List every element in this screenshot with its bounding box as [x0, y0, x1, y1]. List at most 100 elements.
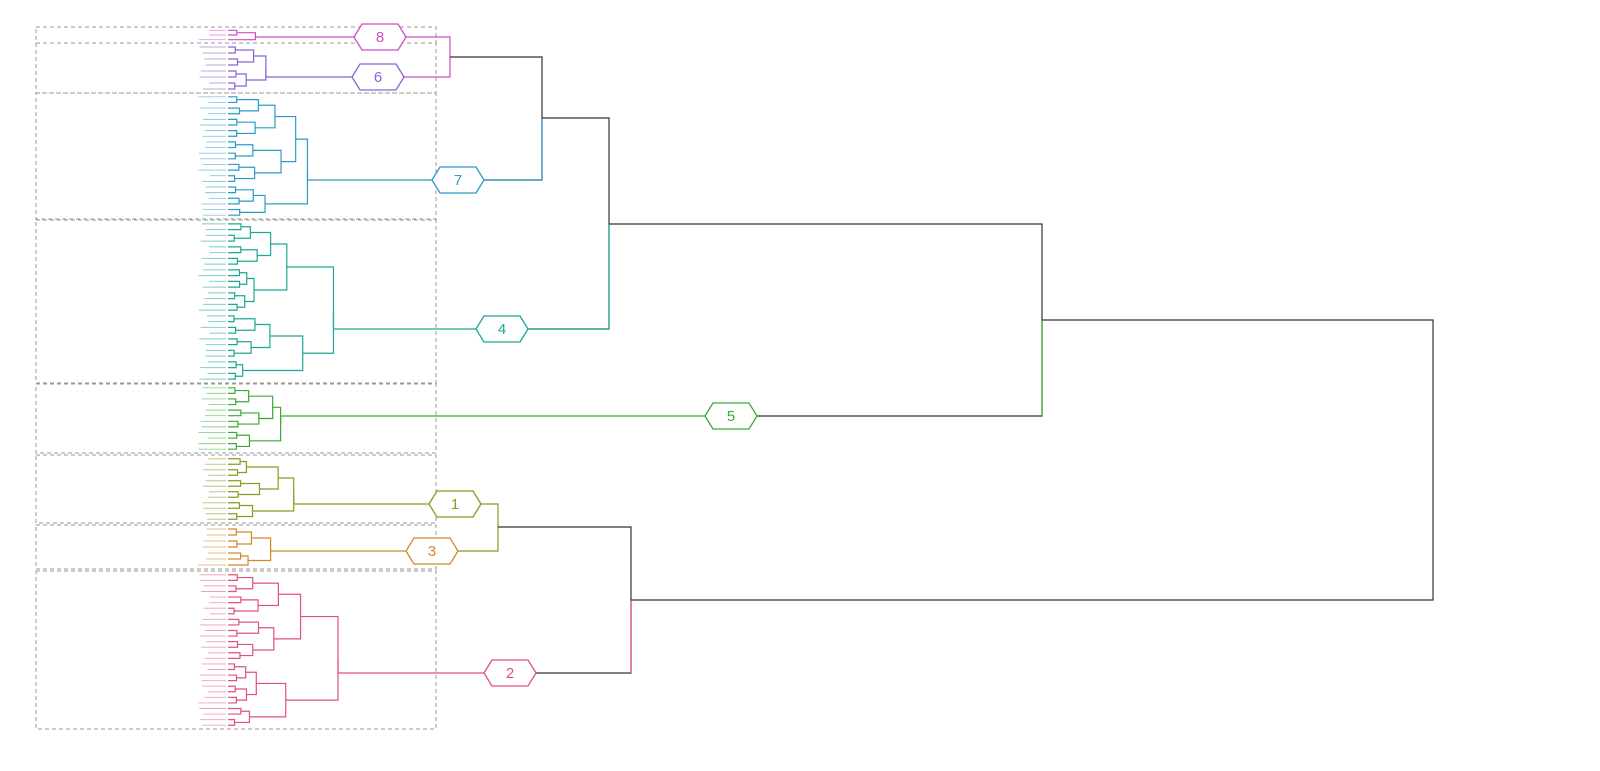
cluster-2-branch — [249, 682, 287, 718]
cluster-4-branch — [228, 269, 241, 277]
cluster-2-branch — [228, 652, 241, 659]
cluster-7-branch — [228, 130, 238, 137]
cluster-badge-8 — [353, 23, 407, 51]
cluster-4-branch — [228, 338, 238, 346]
cluster-8-branch — [228, 29, 238, 36]
cluster-1-branch — [228, 491, 239, 498]
cluster-6-branch — [228, 58, 239, 66]
cluster-3-branch — [236, 531, 253, 545]
cluster-1-branch — [228, 480, 242, 487]
cluster-4-branch — [228, 372, 236, 380]
cluster-badge-7 — [431, 166, 485, 194]
cluster-2-branch — [228, 696, 237, 704]
cluster-5-branch — [236, 434, 251, 448]
cluster-badge-3 — [405, 537, 459, 565]
cluster-4-branch — [228, 315, 235, 323]
cluster-2-branch — [228, 719, 236, 726]
cluster-badge-label-8: 8 — [376, 29, 384, 46]
cluster-box-1 — [35, 454, 437, 524]
cluster-2-branch — [228, 674, 238, 682]
cluster-box-2 — [35, 570, 437, 730]
cluster-1-branch — [228, 513, 238, 520]
cluster-badge-2 — [483, 659, 537, 687]
cluster-badge-6 — [351, 63, 405, 91]
cluster-7-branch — [234, 166, 256, 180]
cluster-3-branch — [228, 528, 237, 536]
cluster-3-branch — [228, 555, 249, 566]
cluster-6-branch — [228, 46, 236, 54]
cluster-4-branch — [244, 277, 255, 303]
cluster-2-branch — [252, 627, 275, 651]
cluster-badge-label-7: 7 — [454, 172, 462, 189]
cluster-2-branch — [228, 707, 242, 715]
cluster-2-branch — [234, 710, 251, 724]
cluster-7-branch — [265, 138, 309, 205]
cluster-4-branch — [251, 323, 271, 349]
cluster-7-branch — [228, 118, 238, 126]
cluster-2-branch — [228, 574, 238, 581]
cluster-4-branch — [234, 295, 246, 308]
cluster-7-branch — [252, 149, 282, 174]
merge-867-4 — [528, 117, 610, 330]
cluster-2-branch — [228, 585, 237, 593]
cluster-4-branch — [228, 280, 241, 288]
cluster-4-branch — [228, 361, 237, 369]
cluster-4-branch — [234, 226, 251, 239]
cluster-box-6 — [35, 42, 437, 94]
cluster-3-branch — [228, 540, 238, 548]
cluster-4-branch — [228, 303, 238, 311]
cluster-6-branch — [246, 55, 267, 81]
cluster-5-branch — [228, 409, 242, 417]
cluster-2-branch — [228, 596, 242, 604]
cluster-7-branch — [228, 208, 241, 216]
cluster-7-branch — [228, 175, 236, 182]
cluster-1-branch — [238, 482, 261, 496]
cluster-badge-label-1: 1 — [451, 496, 459, 513]
cluster-5-branch — [228, 398, 237, 406]
cluster-2-branch — [228, 641, 239, 648]
cluster-badge-label-4: 4 — [498, 321, 506, 338]
cluster-5-branch — [234, 389, 250, 403]
cluster-2-branch — [228, 685, 236, 693]
cluster-2-branch — [285, 615, 339, 701]
cluster-2-branch — [252, 582, 279, 607]
cluster-7-branch — [235, 189, 254, 202]
cluster-5-branch — [228, 420, 239, 428]
cluster-2-branch — [245, 671, 257, 696]
cluster-1-branch — [228, 458, 241, 465]
cluster-4-branch — [228, 234, 235, 242]
cluster-box-5 — [35, 383, 437, 454]
cluster-7-branch — [228, 163, 240, 171]
cluster-2-branch — [228, 607, 235, 615]
cluster-4-branch — [228, 257, 239, 265]
cluster-7-branch — [228, 141, 237, 149]
cluster-2-branch — [235, 576, 254, 590]
cluster-4-branch — [228, 246, 242, 254]
cluster-4-branch — [234, 318, 256, 331]
cluster-5-branch — [248, 395, 274, 420]
cluster-4-branch — [228, 349, 235, 357]
cluster-badge-label-3: 3 — [428, 543, 436, 560]
cluster-badge-4 — [475, 315, 529, 343]
cluster-2-branch — [228, 663, 235, 671]
cluster-4-branch — [286, 266, 335, 354]
cluster-7-branch — [239, 194, 266, 213]
cluster-badge-label-6: 6 — [374, 69, 382, 86]
cluster-4-branch — [250, 231, 272, 257]
cluster-5-branch — [228, 431, 238, 439]
cluster-1-branch — [228, 469, 239, 476]
cluster-7-branch — [236, 121, 256, 135]
cluster-1-branch — [228, 502, 241, 509]
cluster-badge-1 — [428, 490, 482, 518]
cluster-4-branch — [228, 326, 237, 334]
cluster-4-branch — [228, 292, 236, 300]
cluster-7-branch — [235, 144, 254, 157]
cluster-7-branch — [274, 115, 297, 163]
cluster-2-branch — [228, 629, 238, 637]
cluster-badge-label-2: 2 — [506, 665, 514, 682]
cluster-box-4 — [35, 219, 437, 384]
cluster-2-branch — [228, 618, 240, 626]
cluster-7-branch — [228, 197, 240, 205]
